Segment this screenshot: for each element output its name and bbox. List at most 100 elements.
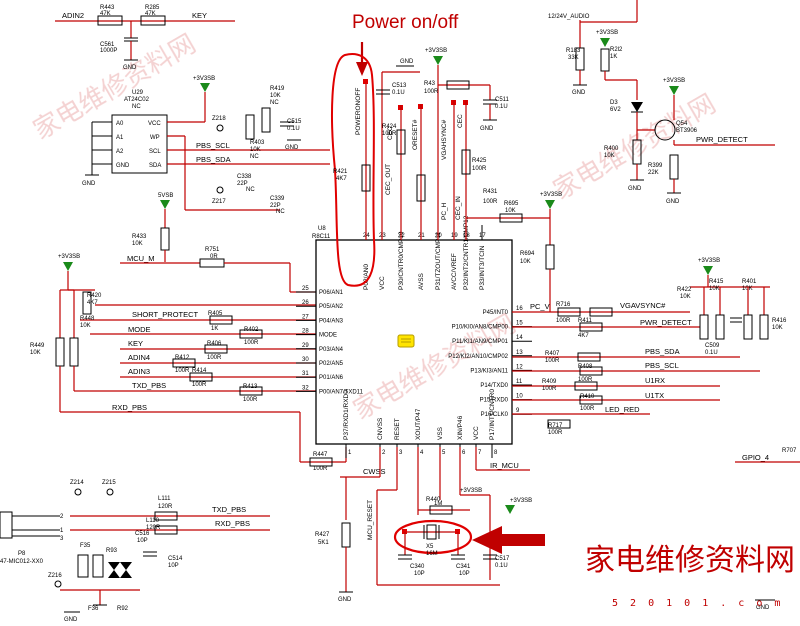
u8-pin-num-21: 21 <box>418 233 425 239</box>
r407-val: 100R <box>545 358 560 364</box>
c513-ref: C513 <box>392 83 407 89</box>
r399-ref: R399 <box>648 163 663 169</box>
u8-pin-num-32: 32 <box>302 385 309 391</box>
r449-val: 10K <box>30 350 41 356</box>
watermark-logo: 家电维修资料网 <box>585 543 795 578</box>
c514-ref: C514 <box>168 556 183 562</box>
adin2-key-block: ADIN2 R443 47K R285 47K KEY C561 1000P G… <box>55 5 235 71</box>
c517-ref: C517 <box>495 556 510 562</box>
net-oreset: ORESET# <box>412 119 419 150</box>
net-pc-h: PC_H <box>441 202 448 220</box>
bottom-block: CWSS IR_MCU R427 5K1 MCU_RESET GND +3V3S… <box>315 447 545 603</box>
r407-ref: R407 <box>545 351 560 357</box>
z218-label: Z218 <box>212 116 226 122</box>
top-middle-block: Power on/off POWERONOFF R421 4K7 GND C51… <box>331 12 562 312</box>
net-txd-pbs-2: TXD_PBS <box>212 505 246 514</box>
right-signal-block: PC_V R716 100R VGAVSYNC# PWR_DETECT R411… <box>512 258 787 436</box>
r408-ref: R408 <box>578 364 593 370</box>
gnd-c561: GND <box>123 65 137 71</box>
r411-val: 4K7 <box>578 333 589 339</box>
power-detect-block: 12/24V_AUDIO R183 33K GND +3V3SB R2l2 1K… <box>548 0 775 205</box>
r403-ref: R403 <box>250 140 265 146</box>
left-signal-block: +3V3SB R420 4K7 SHORT_PROTECT R405 1K MO… <box>30 254 347 472</box>
net-short-protect: SHORT_PROTECT <box>132 310 199 319</box>
z215-label: Z215 <box>102 480 116 486</box>
net-mcu-m: MCU_M <box>127 254 155 263</box>
c340-ref: C340 <box>410 564 425 570</box>
net-mode: MODE <box>128 325 151 334</box>
r414-ref: R414 <box>192 368 207 374</box>
u8-left-pins: 25P06/AN126P05/AN227P04/AN328MODE29P03/A… <box>296 286 364 395</box>
gnd-connector: GND <box>64 617 78 623</box>
c517-val: 0.1U <box>495 563 508 569</box>
r401-ref: R401 <box>742 279 757 285</box>
u29-pin-a0: A0 <box>116 121 124 127</box>
r402-ref: R402 <box>244 327 259 333</box>
note-icon[interactable] <box>397 334 415 348</box>
r433-ref: R433 <box>132 234 147 240</box>
r420-val: 4K7 <box>87 300 98 306</box>
r416-ref: R416 <box>772 318 787 324</box>
r409-ref: R409 <box>542 379 557 385</box>
c511-val: 0.1U <box>495 104 508 110</box>
c341-val: 10P <box>459 571 470 577</box>
v33-left: +3V3SB <box>58 254 80 260</box>
net-pwr-detect-2: PWR_DETECT <box>640 318 692 327</box>
r448-val: 10K <box>80 323 91 329</box>
r427-val: 5K1 <box>318 540 329 546</box>
net-u1rx: U1RX <box>645 376 665 385</box>
q54-val: BT3906 <box>676 128 698 134</box>
r424-val: 100R <box>382 131 397 137</box>
gnd-c515: GND <box>285 145 299 151</box>
u8-pin-num-25: 25 <box>302 286 309 292</box>
u8-pin-name-32: P00/AN7/TXD11 <box>319 389 364 395</box>
r403-nc: NC <box>250 154 259 160</box>
r716-ref: R716 <box>556 302 571 308</box>
l111-val: 120R <box>158 504 173 510</box>
r717-ref: R717 <box>548 423 563 429</box>
l110-ref: L110 <box>146 518 160 524</box>
r695-val: 10K <box>505 208 516 214</box>
r413-val: 100R <box>243 397 258 403</box>
r751-ref: R751 <box>205 247 220 253</box>
u8-pin-name-21: AVSS <box>418 272 425 290</box>
c514-val: 10P <box>168 563 179 569</box>
u8-pin-name-23: VCC <box>379 276 386 290</box>
x5-val: 16M <box>426 551 438 557</box>
r285-ref: R285 <box>145 5 160 11</box>
r414-val: 100R <box>192 382 207 388</box>
u8-pin-num-24: 24 <box>363 233 370 239</box>
net-cwss: CWSS <box>363 467 386 476</box>
u29-pin-wp: WP <box>150 135 160 141</box>
gnd-u29: GND <box>82 181 96 187</box>
p8-part: 47-MIC012-XX0 <box>0 559 44 565</box>
arrow-icon <box>472 526 545 554</box>
u8-pin-name-11: P14/TXD0 <box>480 383 508 389</box>
l110-val: 120R <box>146 525 161 531</box>
x5-ref: X5 <box>426 544 434 550</box>
u8-pin-name-17: P33/INT3/TCIN <box>479 245 486 290</box>
net-key-2: KEY <box>128 339 143 348</box>
r412-ref: R412 <box>175 355 190 361</box>
r424-ref: R424 <box>382 124 397 130</box>
u8-pin-num-5: 5 <box>442 450 446 456</box>
z217-label: Z217 <box>212 199 226 205</box>
r406-val: 100R <box>207 355 222 361</box>
gnd-top: GND <box>400 59 414 65</box>
v33-bottom-2: +3V3SB <box>510 498 532 504</box>
v5-label: 5VSB <box>158 193 173 199</box>
u8-pin-name-14: P11/KI1/AN9/CMP01 <box>452 339 509 345</box>
u8-pin-num-6: 6 <box>462 450 466 456</box>
u8-pin-num-13: 13 <box>516 350 523 356</box>
u8-pin-num-3: 3 <box>399 450 403 456</box>
v33-q54: +3V3SB <box>663 78 685 84</box>
c509-val: 0.1U <box>705 350 718 356</box>
gnd-right: GND <box>756 605 770 611</box>
net-vgahsync: VGAHSYNC# <box>441 120 448 160</box>
gpio-block: GPIO_4 R707 GND <box>735 448 800 611</box>
u8-pin-name-15: P10/KI0/AN8/CMP00 <box>452 325 509 331</box>
r427-ref: R427 <box>315 532 330 538</box>
net-cec-2: CEC <box>457 114 464 128</box>
net-gpio4: GPIO_4 <box>742 453 769 462</box>
r421-ref: R421 <box>333 169 348 175</box>
